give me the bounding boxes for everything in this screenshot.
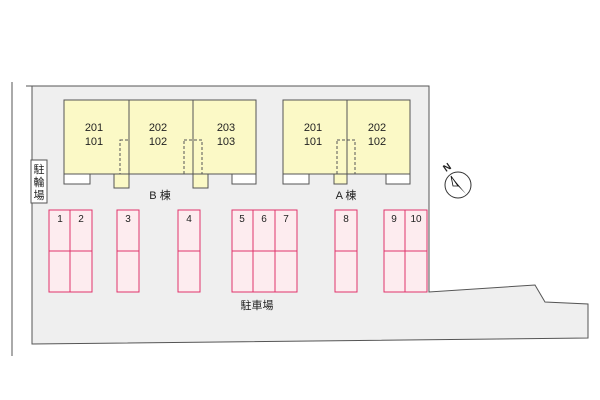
bike-parking-box bbox=[30, 159, 48, 204]
unit-label-lower: 101 bbox=[85, 136, 103, 148]
building-b-footprint bbox=[63, 99, 257, 175]
building-a: 201 101 202 102 A 棟 bbox=[282, 99, 411, 202]
unit-label-lower: 102 bbox=[149, 136, 167, 148]
unit-label-upper: 201 bbox=[85, 122, 103, 134]
parking-space-number: 3 bbox=[125, 214, 131, 225]
parking-space-number: 8 bbox=[343, 214, 349, 225]
unit-label-lower: 102 bbox=[368, 136, 386, 148]
parking-space-number: 5 bbox=[239, 214, 245, 225]
north-arrow-head bbox=[451, 176, 466, 194]
parking-space-2: 2 bbox=[69, 209, 93, 293]
building-b-label: B 棟 bbox=[149, 188, 170, 202]
parking-space-number: 4 bbox=[186, 214, 192, 225]
parking-space-9: 9 bbox=[383, 209, 406, 293]
stair-outline bbox=[183, 139, 203, 175]
parking-space-8: 8 bbox=[334, 209, 358, 293]
unit-label-lower: 103 bbox=[217, 136, 235, 148]
parking-space-number: 1 bbox=[57, 214, 63, 225]
entry-stair bbox=[333, 173, 348, 185]
parking-space-3: 3 bbox=[116, 209, 140, 293]
porch bbox=[231, 173, 257, 185]
porch bbox=[385, 173, 411, 185]
parking-lot: 1 2 3 4 5 6 7 bbox=[48, 209, 428, 312]
parking-space-6: 6 bbox=[252, 209, 276, 293]
parking-space-number: 2 bbox=[78, 214, 84, 225]
bike-parking: 駐 輪 場 bbox=[30, 159, 48, 204]
unit-label-upper: 202 bbox=[149, 122, 167, 134]
porch bbox=[282, 173, 310, 185]
porch bbox=[63, 173, 91, 185]
bike-parking-char-3: 場 bbox=[34, 189, 45, 202]
bike-parking-char-2: 輪 bbox=[34, 175, 45, 189]
parking-space-number: 6 bbox=[261, 214, 267, 225]
unit-label-lower: 101 bbox=[304, 136, 322, 148]
building-b: 201 101 202 102 203 103 B 棟 bbox=[63, 99, 257, 202]
parking-space-1: 1 bbox=[48, 209, 71, 293]
unit-label-upper: 203 bbox=[217, 122, 235, 134]
unit-label-upper: 202 bbox=[368, 122, 386, 134]
entry-stair bbox=[192, 173, 209, 189]
bike-parking-char-1: 駐 bbox=[34, 162, 45, 176]
parking-space-7: 7 bbox=[274, 209, 298, 293]
compass-north-label: N bbox=[441, 161, 453, 174]
parking-lot-label: 駐車場 bbox=[241, 298, 274, 312]
entry-stair bbox=[113, 173, 130, 189]
unit-label-upper: 201 bbox=[304, 122, 322, 134]
parking-space-5: 5 bbox=[231, 209, 254, 293]
building-a-label: A 棟 bbox=[336, 188, 357, 202]
compass: N bbox=[441, 161, 472, 199]
north-arrow-tail bbox=[450, 175, 459, 187]
stair-outline bbox=[336, 139, 356, 175]
parking-space-number: 7 bbox=[283, 214, 289, 225]
parking-space-number: 10 bbox=[410, 214, 422, 225]
parking-space-10: 10 bbox=[404, 209, 428, 293]
stair-outline bbox=[119, 139, 130, 175]
parking-space-number: 9 bbox=[391, 214, 397, 225]
parking-space-4: 4 bbox=[177, 209, 201, 293]
